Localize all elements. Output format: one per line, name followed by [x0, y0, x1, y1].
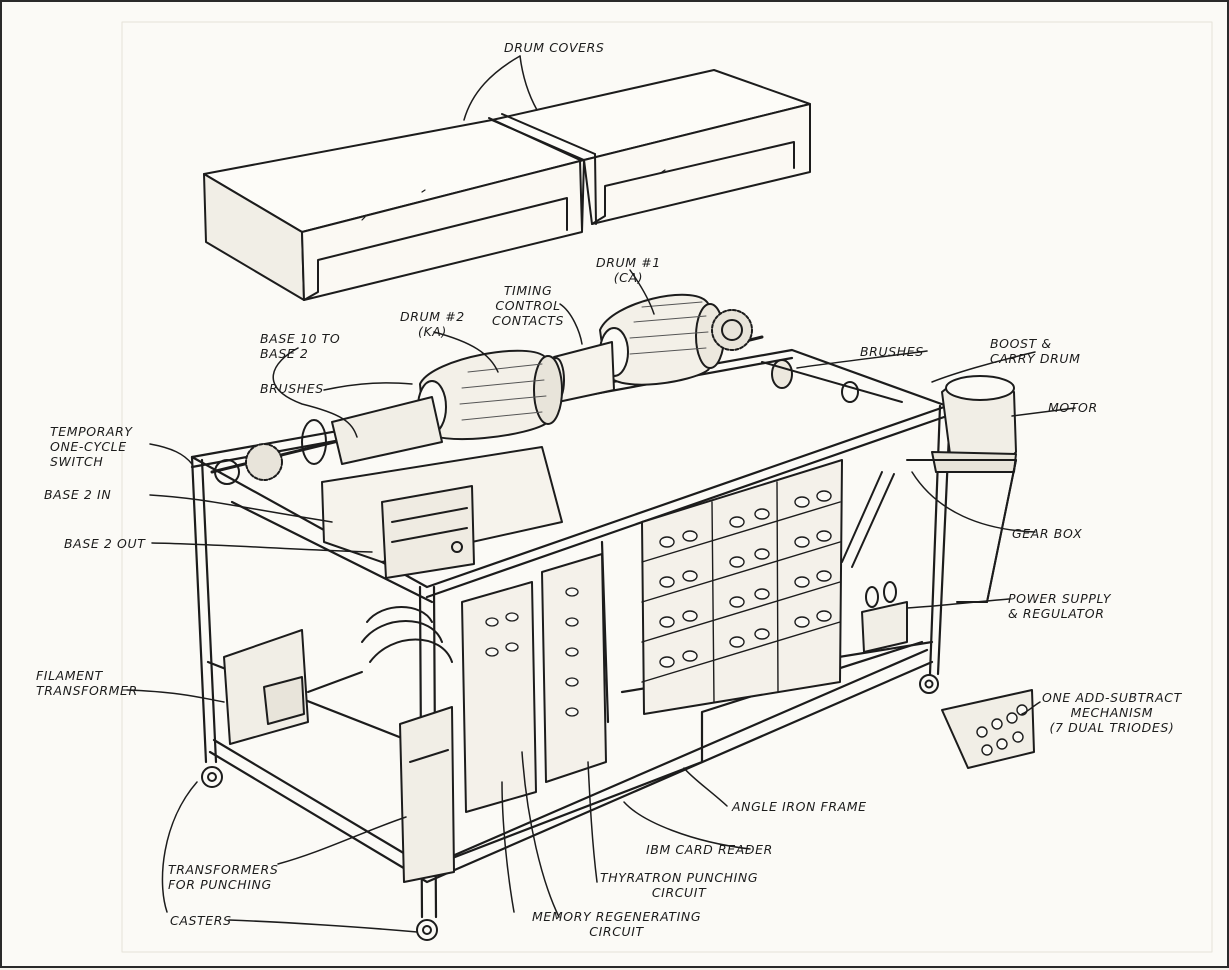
drums-assembly — [210, 293, 764, 485]
label-power-supply: POWER SUPPLY& REGULATOR — [1008, 591, 1112, 621]
gear-box — [841, 459, 1017, 603]
filament-transformer — [223, 629, 363, 745]
motor — [931, 375, 1017, 473]
label-angle-iron-frame: ANGLE IRON FRAME — [732, 799, 867, 814]
label-casters: CASTERS — [170, 913, 232, 928]
casters — [201, 674, 939, 941]
punch-transformers — [361, 606, 455, 883]
label-motor: MOTOR — [1048, 400, 1098, 415]
label-drum-2: DRUM #2(KA) — [400, 309, 465, 339]
base2-panel — [321, 446, 563, 579]
label-brushes-left: BRUSHES — [260, 381, 324, 396]
label-drum-covers: DRUM COVERS — [504, 40, 605, 55]
label-base2-in: BASE 2 IN — [44, 487, 112, 502]
label-boost-carry-drum: BOOST &CARRY DRUM — [990, 336, 1081, 366]
drum-covers — [203, 69, 811, 301]
background-bleed — [121, 21, 1213, 953]
power-supply — [861, 581, 908, 653]
add-subtract-mechanism — [941, 689, 1035, 769]
label-ibm-card-reader: IBM CARD READER — [646, 842, 773, 857]
label-gear-box: GEAR BOX — [1012, 526, 1083, 541]
label-brushes-right: BRUSHES — [860, 344, 924, 359]
label-base2-out: BASE 2 OUT — [64, 536, 146, 551]
tube-racks — [461, 459, 843, 813]
label-drum-1: DRUM #1(CA) — [596, 255, 661, 285]
leader-lines — [126, 55, 1076, 933]
boost-carry-drum — [761, 359, 903, 403]
